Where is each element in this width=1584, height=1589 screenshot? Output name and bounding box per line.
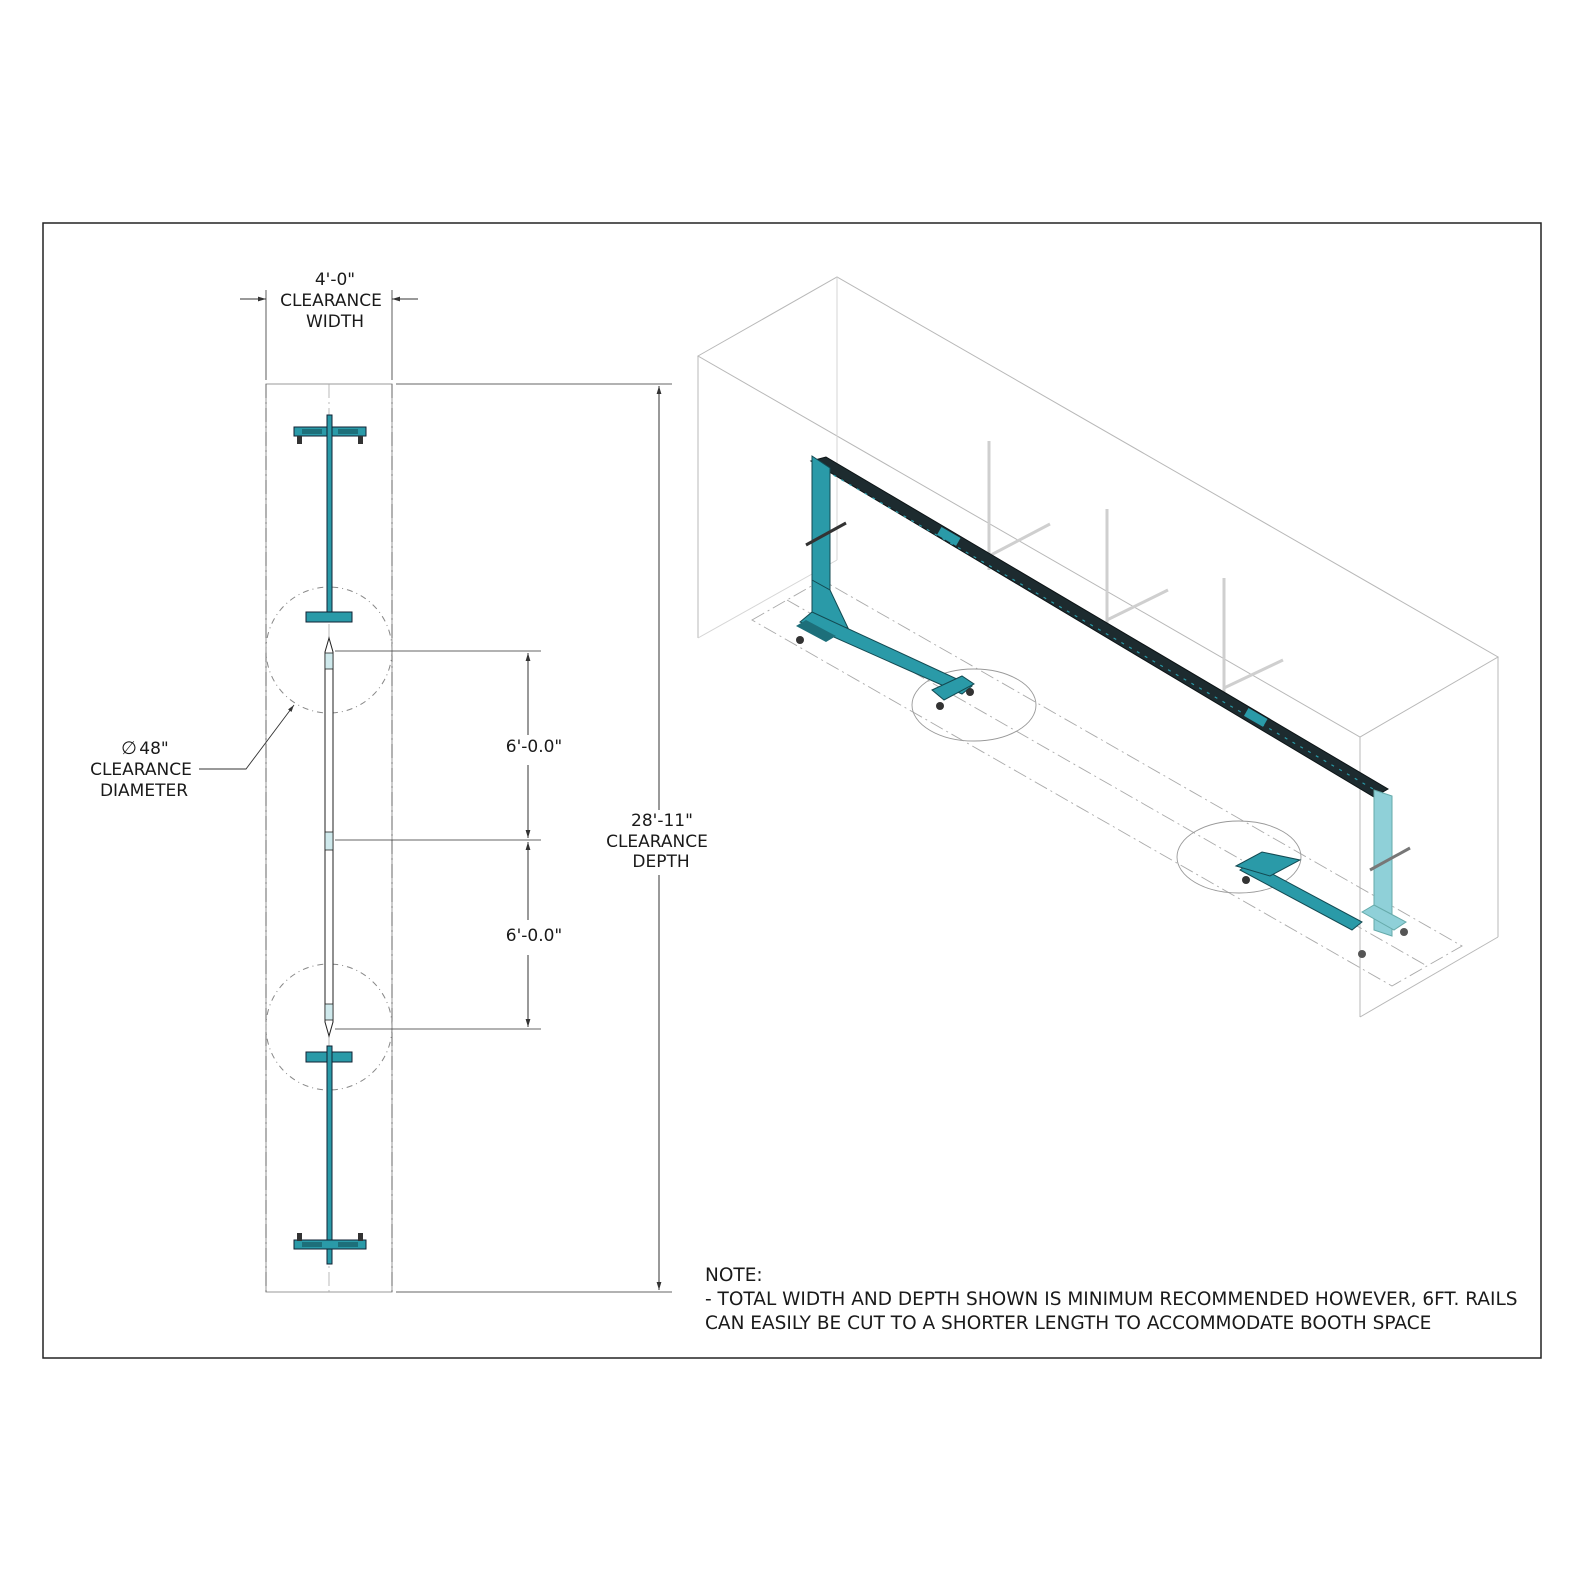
spacing-lower-value: 6'-0.0" — [506, 926, 562, 946]
sheet-border — [42, 222, 1542, 1359]
iso-rail — [809, 456, 1389, 798]
stand-top-plan — [293, 414, 367, 623]
depth-label-1: CLEARANCE — [606, 832, 708, 852]
rail-plan — [324, 636, 334, 1038]
diameter-value: 48" — [139, 739, 168, 759]
clearance-circle-bottom — [265, 963, 393, 1091]
top-view: 4'-0" CLEARANCE WIDTH 6'-0.0" 6'-0.0" 28… — [90, 270, 708, 1293]
note-line-2: CAN EASILY BE CUT TO A SHORTER LENGTH TO… — [705, 1313, 1432, 1334]
spacing-upper-value: 6'-0.0" — [506, 737, 562, 757]
spacing-dimension — [335, 650, 541, 1030]
iso-stand-left — [796, 455, 975, 710]
iso-clearance-circle-1 — [911, 668, 1037, 742]
note-title: NOTE: — [705, 1265, 763, 1286]
diameter-label-2: DIAMETER — [100, 781, 188, 801]
clearance-circle-top — [265, 586, 393, 714]
width-value: 4'-0" — [315, 270, 355, 290]
ghost-hangers — [987, 441, 1284, 700]
iso-clearance-circle-2 — [1176, 820, 1302, 894]
width-dimension — [240, 290, 418, 380]
iso-stand-right — [1234, 789, 1411, 958]
isometric-view — [696, 276, 1500, 1018]
diameter-label-1: CLEARANCE — [90, 760, 192, 780]
depth-dimension — [396, 383, 672, 1293]
width-label-2: WIDTH — [306, 312, 364, 332]
diameter-symbol: ∅ — [121, 738, 137, 759]
stand-bottom-plan — [293, 1045, 367, 1265]
width-label-1: CLEARANCE — [280, 291, 382, 311]
diameter-leader — [199, 704, 295, 770]
note-block: NOTE: - TOTAL WIDTH AND DEPTH SHOWN IS M… — [705, 1264, 1577, 1336]
depth-label-2: DEPTH — [632, 852, 689, 872]
depth-value: 28'-11" — [631, 811, 693, 831]
note-line-1: - TOTAL WIDTH AND DEPTH SHOWN IS MINIMUM… — [705, 1289, 1518, 1310]
